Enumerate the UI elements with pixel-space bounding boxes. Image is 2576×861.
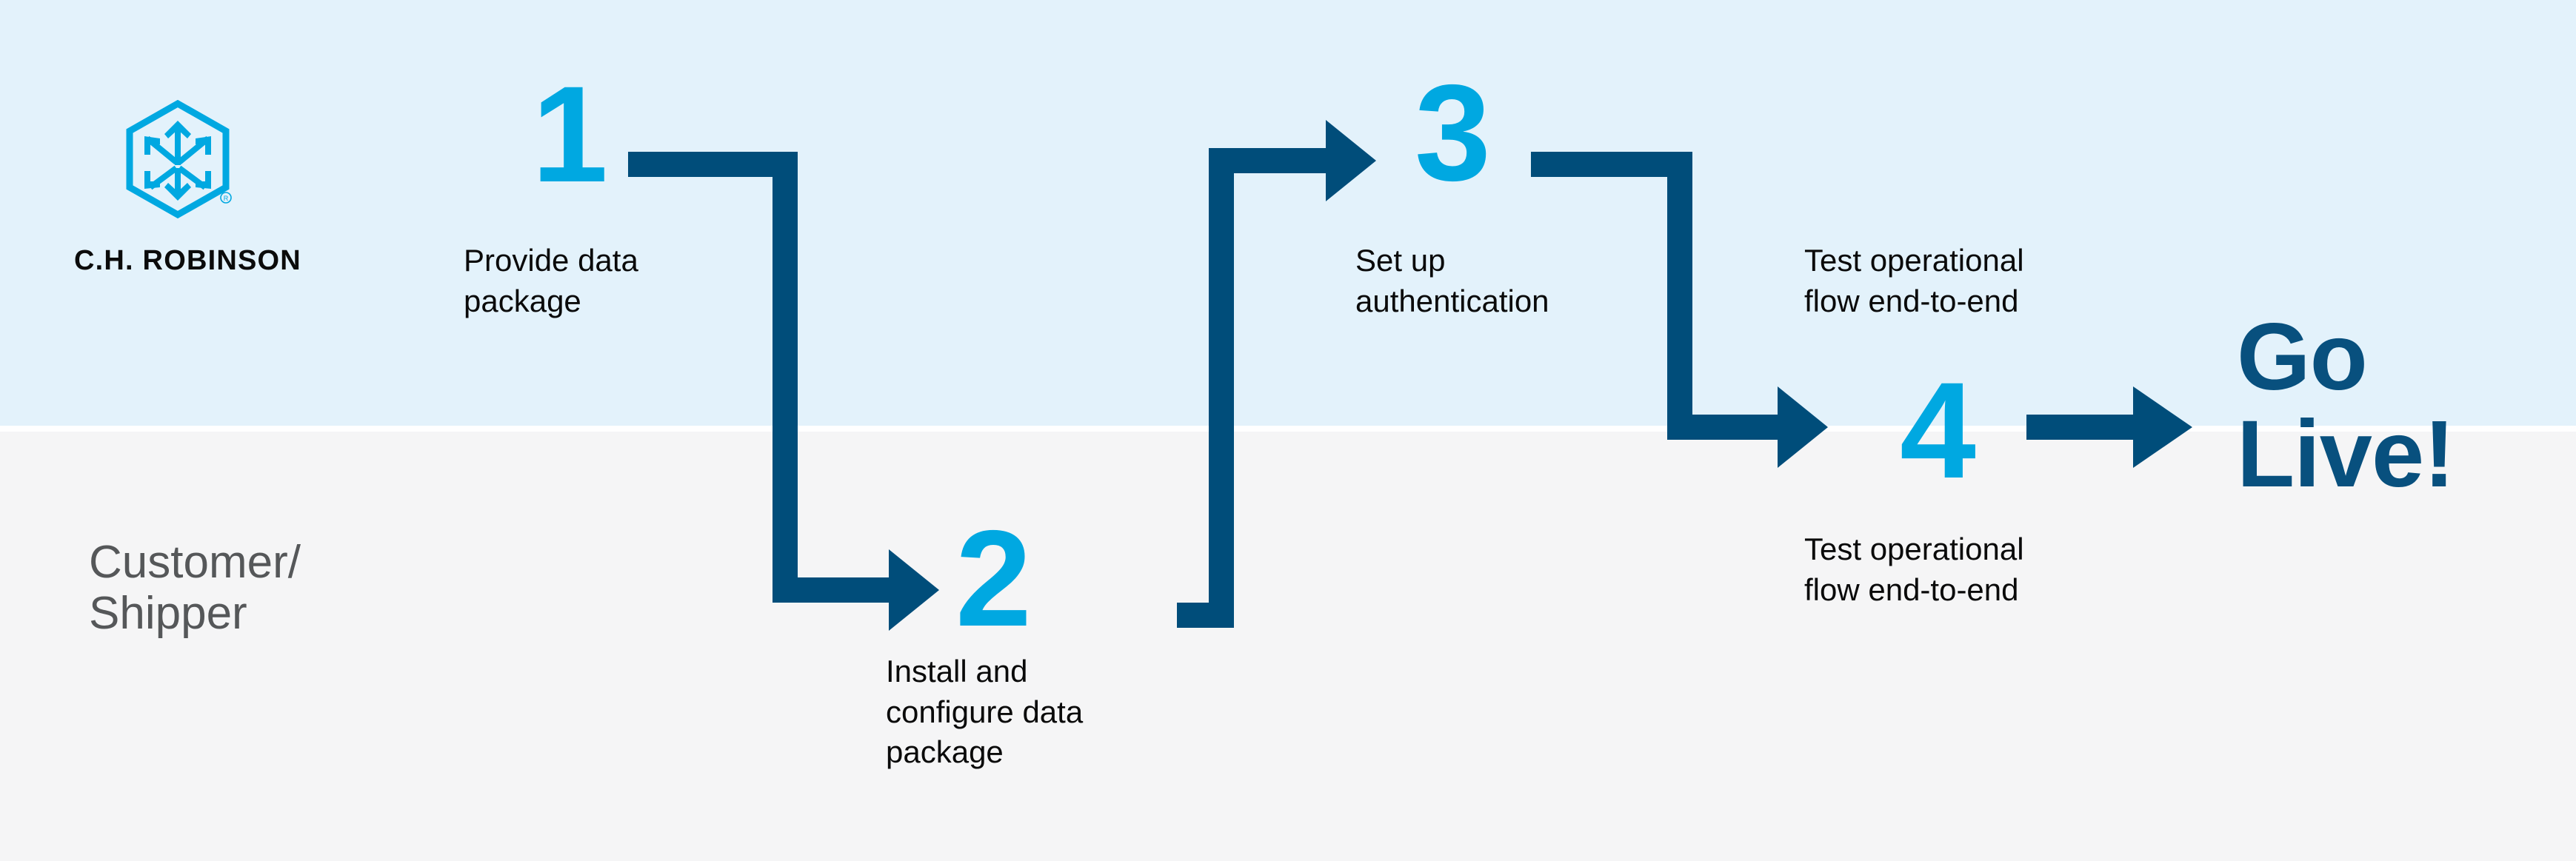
step-4-caption-line-2: flow end-to-end: [1804, 572, 2019, 607]
step-3-caption: Set up authentication: [1355, 241, 1666, 321]
brand-wordmark: C.H. ROBINSON: [74, 245, 301, 276]
lane-band-top: [0, 0, 2576, 426]
go-live-line-1: Go: [2237, 304, 2368, 410]
svg-text:R: R: [224, 195, 229, 202]
step-1-caption: Provide data package: [464, 241, 760, 321]
step-1-number: 1: [532, 58, 608, 211]
lane-label-line-1: Customer/: [89, 537, 301, 588]
step-4-caption: Test operational flow end-to-end: [1804, 529, 2100, 610]
chrobinson-hexagon-arrows-logo-icon: R: [126, 100, 232, 219]
step-2-caption-line-3: package: [886, 734, 1004, 770]
step-3-secondary-caption: Test operational flow end-to-end: [1804, 241, 2100, 321]
step-2-caption-line-1: Install and: [886, 654, 1028, 689]
step-4-caption-line-1: Test operational: [1804, 532, 2024, 566]
step-2-caption: Install and configure data package: [886, 651, 1197, 773]
step-4-number: 4: [1900, 355, 1976, 507]
lane-label-line-2: Shipper: [89, 588, 247, 640]
step-2-number: 2: [955, 503, 1032, 655]
lane-label-customer-shipper: Customer/ Shipper: [89, 537, 400, 640]
lane-band-bottom: [0, 432, 2576, 861]
step-3-secondary-caption-line-1: Test operational: [1804, 243, 2024, 278]
go-live-line-2: Live!: [2237, 401, 2455, 507]
step-1-caption-line-1: Provide data: [464, 243, 638, 278]
brand-logo: R C.H. ROBINSON: [74, 100, 301, 277]
step-2-caption-line-2: configure data: [886, 694, 1084, 729]
step-3-caption-line-1: Set up: [1355, 243, 1446, 278]
step-1-caption-line-2: package: [464, 283, 581, 318]
step-3-caption-line-2: authentication: [1355, 283, 1549, 318]
go-live-label: Go Live!: [2237, 309, 2563, 503]
step-3-secondary-caption-line-2: flow end-to-end: [1804, 283, 2019, 318]
step-3-number: 3: [1415, 57, 1491, 210]
